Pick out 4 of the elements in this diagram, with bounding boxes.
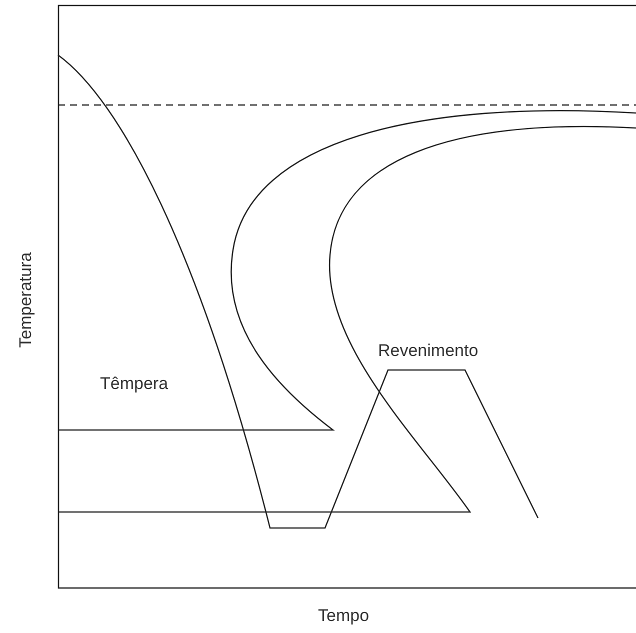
axis-label: Tempo (318, 606, 370, 626)
curve-label: Têmpera (100, 374, 168, 394)
axis-label: Temperatura (16, 252, 36, 348)
curve-label: Revenimento (378, 341, 478, 361)
